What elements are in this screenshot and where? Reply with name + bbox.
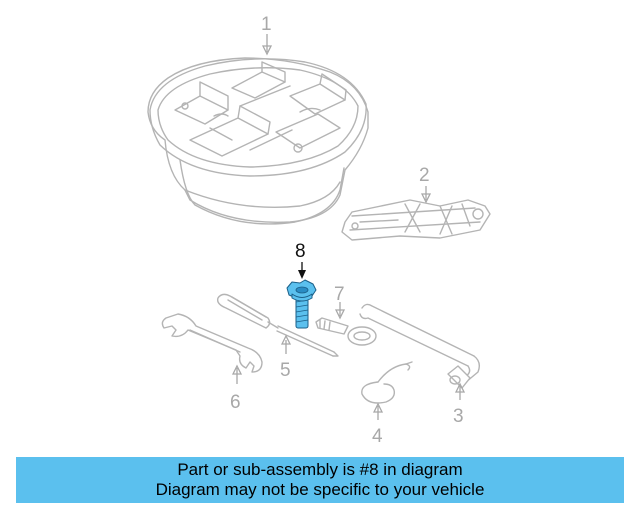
spare-tire-hold-down-bolt [286,279,317,329]
tool-tray-part [147,57,369,225]
callout-8: 8 [295,241,306,279]
callout-label-7: 7 [334,284,345,305]
callout-4: 4 [372,402,384,447]
callout-7: 7 [334,284,346,320]
jack-part [341,199,491,241]
callout-1: 1 [261,14,273,56]
callout-5: 5 [280,334,292,381]
callout-2: 2 [419,165,432,204]
wrench-part [161,313,263,373]
callout-label-8: 8 [295,241,306,262]
hook-part [361,361,413,404]
callout-label-6: 6 [230,392,241,413]
callout-label-1: 1 [261,14,272,35]
banner-line-part-number: Part or sub-assembly is #8 in diagram [177,460,463,479]
callout-label-2: 2 [419,165,430,186]
callout-label-5: 5 [280,360,291,381]
banner-line-disclaimer: Diagram may not be specific to your vehi… [155,480,485,499]
callout-label-3: 3 [453,406,464,427]
lug-wrench-part [359,303,481,389]
part-info-banner: Part or sub-assembly is #8 in diagram Di… [16,457,624,503]
tow-hook-part [315,317,377,346]
callout-3: 3 [453,382,466,427]
callout-6: 6 [230,364,243,413]
screwdriver-part [216,293,339,357]
callout-label-4: 4 [372,426,383,447]
